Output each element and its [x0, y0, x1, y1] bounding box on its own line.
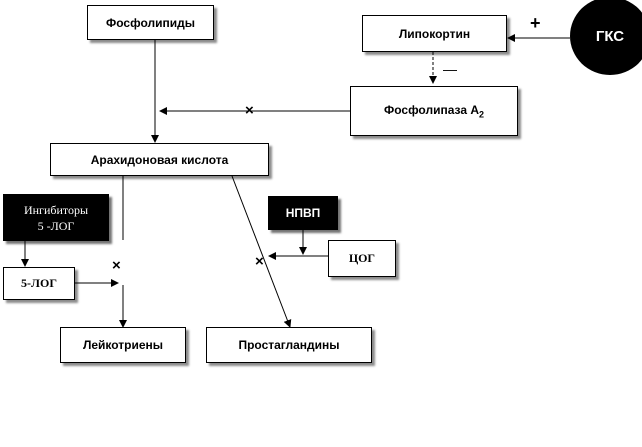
- phospholipids-label: Фосфолипиды: [106, 15, 195, 30]
- inhibitors-label-line1: Ингибиторы: [23, 202, 89, 217]
- lox-label: 5-ЛОГ: [21, 276, 57, 290]
- lipocortin-label: Липокортин: [398, 26, 471, 41]
- cox-box: ЦОГ: [328, 240, 396, 277]
- block-mark-phospholipase: ×: [245, 102, 254, 119]
- lipocortin-box: Липокортин: [362, 15, 507, 52]
- minus-sign: —: [443, 61, 457, 77]
- leukotrienes-box: Лейкотриены: [60, 327, 186, 363]
- prostaglandins-box: Простагландины: [206, 327, 372, 363]
- arrow-arachidonic-to-prostaglandins: [231, 175, 292, 328]
- prostaglandins-label: Простагландины: [238, 338, 340, 352]
- plus-sign: +: [530, 13, 541, 33]
- block-mark-lox: ×: [112, 257, 121, 274]
- inhibitors-label-line2: 5 -ЛОГ: [37, 218, 75, 233]
- inhibitors-lox-box: Ингибиторы 5 -ЛОГ: [3, 194, 109, 241]
- gks-circle: ГКС: [570, 0, 642, 75]
- gks-label: ГКС: [595, 27, 625, 45]
- arachidonic-acid-label: Арахидоновая кислота: [90, 152, 229, 167]
- lox-box: 5-ЛОГ: [3, 267, 75, 300]
- leukotrienes-label: Лейкотриены: [82, 338, 164, 352]
- phospholipase-box: Фосфолипаза А2: [350, 86, 518, 136]
- phospholipase-label: Фосфолипаза А2: [383, 102, 485, 120]
- block-mark-cox: ×: [255, 253, 264, 270]
- phospholipids-box: Фосфолипиды: [87, 5, 214, 40]
- arachidonic-acid-box: Арахидоновая кислота: [50, 143, 269, 176]
- nsaid-box: НПВП: [268, 196, 338, 230]
- cox-label: ЦОГ: [348, 251, 376, 265]
- nsaid-label: НПВП: [285, 206, 321, 220]
